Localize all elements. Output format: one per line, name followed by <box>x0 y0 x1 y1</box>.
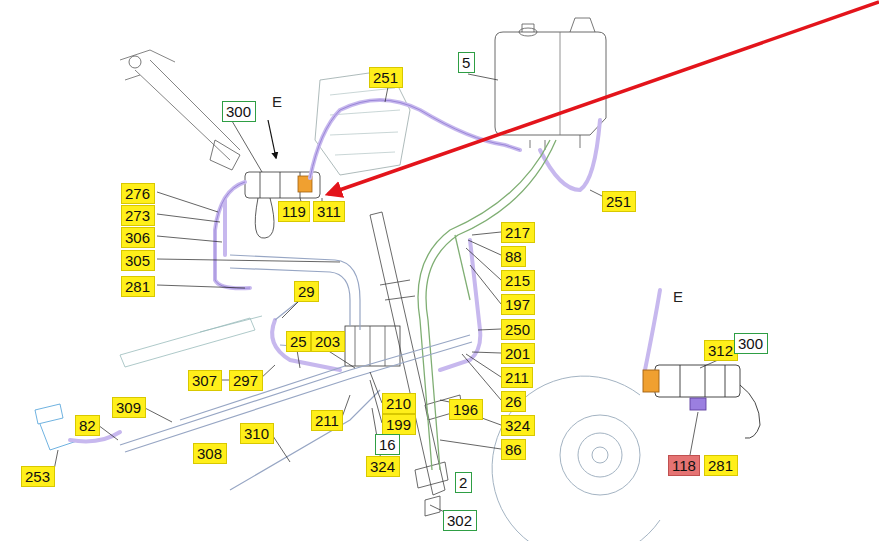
callout-box: 302 <box>443 510 477 531</box>
callout-box: 215 <box>501 270 535 291</box>
callout-number: 302 <box>447 512 472 529</box>
callout-number: 281 <box>708 457 733 474</box>
callout-number: 199 <box>386 416 411 433</box>
callout-box: 88 <box>501 246 526 267</box>
callout-number: 306 <box>125 229 150 246</box>
callout-number: 300 <box>738 335 763 352</box>
callout-number: 297 <box>233 372 258 389</box>
callout-box: 201 <box>501 343 535 364</box>
callout-number: 250 <box>505 321 530 338</box>
callout-box: 324 <box>366 456 400 477</box>
callout-box: 86 <box>501 439 526 460</box>
callout-number: 311 <box>317 203 341 220</box>
callout-number: 86 <box>505 441 522 458</box>
callout-number: 251 <box>606 193 631 210</box>
callout-number: 29 <box>298 283 315 300</box>
callout-number: 201 <box>505 345 530 362</box>
callout-number: 196 <box>453 401 478 418</box>
callout-number: 25 <box>290 333 307 350</box>
callout-number: 310 <box>244 425 269 442</box>
callout-number: 215 <box>505 272 530 289</box>
callout-number: 210 <box>386 395 411 412</box>
callout-number: 253 <box>25 468 50 485</box>
callout-box: 310 <box>240 423 274 444</box>
callout-number: 305 <box>125 252 150 269</box>
callout-box: 210 <box>382 393 416 414</box>
callout-number: 276 <box>125 185 150 202</box>
callout-box: 211 <box>501 367 533 388</box>
callout-box: 251 <box>602 191 636 212</box>
callout-box: 29 <box>294 281 319 302</box>
callout-number: 251 <box>373 69 398 86</box>
callout-number: 16 <box>379 436 396 453</box>
callout-box: 300 <box>222 101 256 122</box>
callout-number: 82 <box>79 417 96 434</box>
callout-number: 2 <box>459 474 467 491</box>
callout-number: 309 <box>116 399 141 416</box>
callout-box: 199 <box>382 414 416 435</box>
callout-number: 26 <box>505 393 522 410</box>
callout-number: 119 <box>282 203 306 220</box>
callout-box: 305 <box>121 250 155 271</box>
callout-box: 251 <box>369 67 403 88</box>
callout-box: 300 <box>734 333 768 354</box>
callout-number: 5 <box>462 54 470 71</box>
callout-box: 281 <box>704 455 738 476</box>
callout-number: 312 <box>708 342 733 359</box>
callout-number: 324 <box>505 417 530 434</box>
callout-box: 273 <box>121 205 155 226</box>
callout-number: 88 <box>505 248 522 265</box>
callout-box: 311 <box>313 201 345 222</box>
callout-box: 82 <box>75 415 100 436</box>
callout-box: 281 <box>121 276 155 297</box>
callout-box: 253 <box>21 466 55 487</box>
callout-number: 308 <box>197 445 222 462</box>
callout-number: 217 <box>505 224 530 241</box>
callout-number: 118 <box>672 457 696 474</box>
callout-box: 276 <box>121 183 155 204</box>
callout-box: 217 <box>501 222 535 243</box>
callout-box: 2 <box>455 472 472 493</box>
view-letter: E <box>271 93 283 110</box>
callout-number: 211 <box>505 369 529 386</box>
callout-box: 308 <box>193 443 227 464</box>
callout-box: 119 <box>278 201 310 222</box>
callout-box: 307 <box>188 370 222 391</box>
callout-box: 118 <box>668 455 700 476</box>
callout-number: 300 <box>226 103 251 120</box>
callout-box: 250 <box>501 319 535 340</box>
callout-box: 203 <box>311 331 345 352</box>
callout-number: 203 <box>315 333 340 350</box>
callout-box: 297 <box>229 370 263 391</box>
callout-box: 25 <box>286 331 311 352</box>
callout-box: 197 <box>501 294 535 315</box>
callout-number: 273 <box>125 207 150 224</box>
callout-box: 324 <box>501 415 535 436</box>
callout-box: 211 <box>311 410 343 431</box>
callout-number: 211 <box>315 412 339 429</box>
callout-box: 16 <box>375 434 400 455</box>
callout-box: 306 <box>121 227 155 248</box>
callout-number: 307 <box>192 372 217 389</box>
callout-number: 197 <box>505 296 530 313</box>
callout-box: 309 <box>112 397 146 418</box>
callout-box: 5 <box>458 52 475 73</box>
callout-box: 196 <box>449 399 483 420</box>
callout-number: 324 <box>370 458 395 475</box>
view-letter: E <box>672 288 684 305</box>
callout-box: 312 <box>704 340 738 361</box>
callout-number: 281 <box>125 278 150 295</box>
callout-box: 26 <box>501 391 526 412</box>
